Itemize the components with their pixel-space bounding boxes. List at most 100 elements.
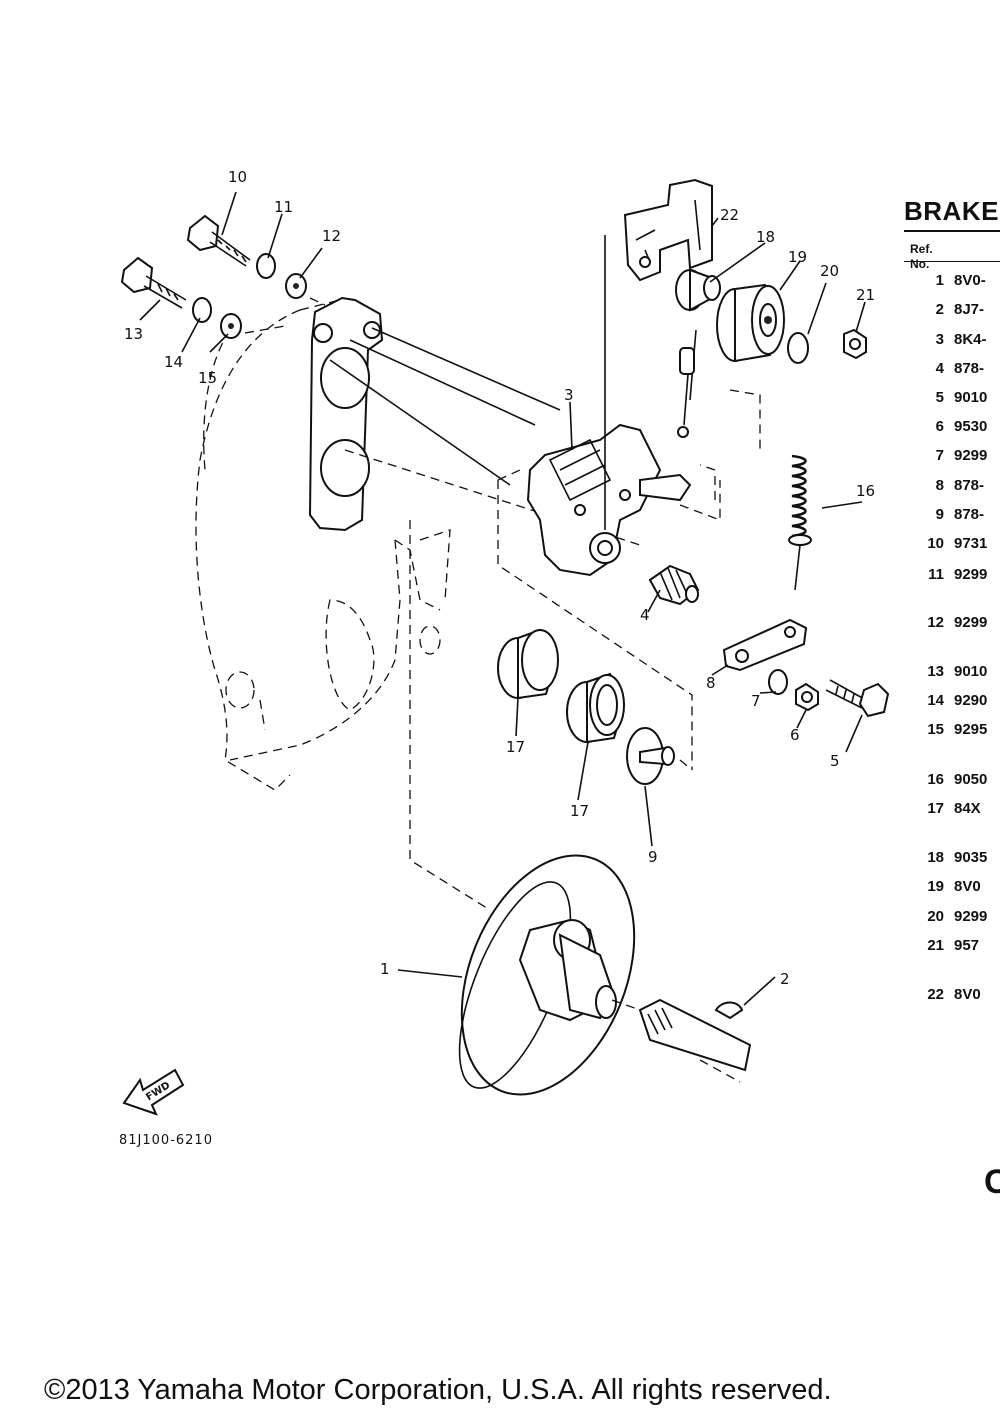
callout-16: 16 (856, 482, 875, 500)
ref-number: 2 (935, 301, 944, 318)
callout-11: 11 (274, 198, 293, 216)
ref-header-line1: Ref. (910, 242, 933, 256)
callout-13: 13 (124, 325, 143, 343)
nut-6 (795, 682, 819, 712)
spring-washer-14 (192, 297, 212, 323)
ref-number: 10 (927, 535, 944, 552)
ref-number: 22 (927, 986, 944, 1003)
leader-lines (139, 191, 866, 1006)
table-title: BRAKE (904, 196, 999, 226)
washer-20 (787, 332, 809, 364)
ref-number: 1 (935, 272, 944, 289)
callout-8: 8 (706, 674, 716, 692)
part-number: 878- (954, 360, 985, 377)
ref-number: 9 (935, 506, 944, 523)
part-number: 8V0- (954, 272, 986, 289)
pin-4 (648, 564, 700, 606)
bolt-13 (120, 256, 187, 309)
collar-18 (675, 268, 721, 312)
table-row: 6 9530 (910, 418, 988, 435)
part-number: 9299 (954, 566, 988, 583)
callout-2: 2 (780, 970, 790, 988)
part-number: 9035 (954, 849, 988, 866)
ref-number: 13 (927, 663, 944, 680)
ref-number: 19 (927, 878, 944, 895)
ref-number: 18 (927, 849, 944, 866)
ref-number: 8 (935, 477, 944, 494)
callout-6: 6 (790, 726, 800, 744)
table-row: 7 9299 (910, 447, 988, 464)
ref-number: 12 (927, 614, 944, 631)
table-row: 10 9731 (910, 535, 987, 552)
callout-4: 4 (640, 606, 650, 624)
ref-number: 11 (928, 566, 944, 583)
callout-20: 20 (820, 262, 839, 280)
table-row: 3 8K4- (910, 331, 987, 348)
table-row: 12 9299 (910, 614, 987, 631)
table-row: 18 9035 (910, 849, 987, 866)
brake-caliper-3 (526, 423, 692, 577)
shaft (611, 998, 752, 1083)
ref-number: 7 (935, 447, 944, 464)
table-row: 9 878- (910, 506, 984, 523)
ref-number: 4 (935, 360, 944, 377)
ref-number: 3 (935, 331, 944, 348)
cropped-letter: C (984, 1163, 1000, 1201)
copyright-notice: ©2013 Yamaha Motor Corporation, U.S.A. A… (44, 1374, 832, 1406)
header-divider (904, 261, 1000, 262)
callout-14: 14 (164, 353, 183, 371)
callout-1: 1 (380, 960, 390, 978)
bracket-22 (623, 178, 713, 282)
callout-7: 7 (751, 692, 761, 710)
callout-17a: 17 (506, 738, 525, 756)
bolt-10 (186, 214, 251, 267)
part-number: 9299 (954, 908, 988, 925)
key-2 (714, 1001, 744, 1020)
callout-5: 5 (830, 752, 840, 770)
callout-17b: 17 (570, 802, 589, 820)
callout-10: 10 (228, 168, 247, 186)
part-number: 9010 (954, 663, 988, 680)
ref-number: 16 (927, 771, 944, 788)
ref-number: 6 (935, 418, 944, 435)
part-number: 9530 (954, 418, 988, 435)
bolt-5 (825, 679, 890, 718)
table-row: 4 878- (910, 360, 984, 377)
fwd-arrow-icon: FWD (122, 1068, 185, 1116)
callout-15: 15 (198, 369, 217, 387)
part-number: 9299 (954, 614, 988, 631)
callout-12: 12 (322, 227, 341, 245)
ref-column-header: Ref. No. (910, 242, 933, 272)
part-number: 9731 (954, 535, 988, 552)
ref-number: 14 (927, 692, 944, 709)
part-number: 9299 (954, 447, 988, 464)
part-number: 957 (954, 937, 980, 954)
table-row: 13 9010 (910, 663, 987, 680)
callout-18: 18 (756, 228, 775, 246)
table-row: 14 9290 (910, 692, 987, 709)
nut-21 (843, 328, 867, 360)
part-number: 8V0 (954, 878, 981, 895)
piston-9 (626, 727, 675, 785)
piston-17a (497, 628, 559, 700)
brake-cable (677, 329, 697, 438)
part-number: 9290 (954, 692, 988, 709)
part-number: 8K4- (954, 331, 987, 348)
washer-7 (768, 669, 788, 695)
title-divider (904, 230, 1000, 232)
part-number: 878- (954, 506, 985, 523)
roller-19 (716, 283, 785, 363)
ref-number: 20 (927, 908, 944, 925)
piston-17b (566, 672, 626, 744)
ref-header-line2: No. (910, 257, 930, 271)
ref-number: 15 (927, 721, 944, 738)
callout-21: 21 (856, 286, 875, 304)
